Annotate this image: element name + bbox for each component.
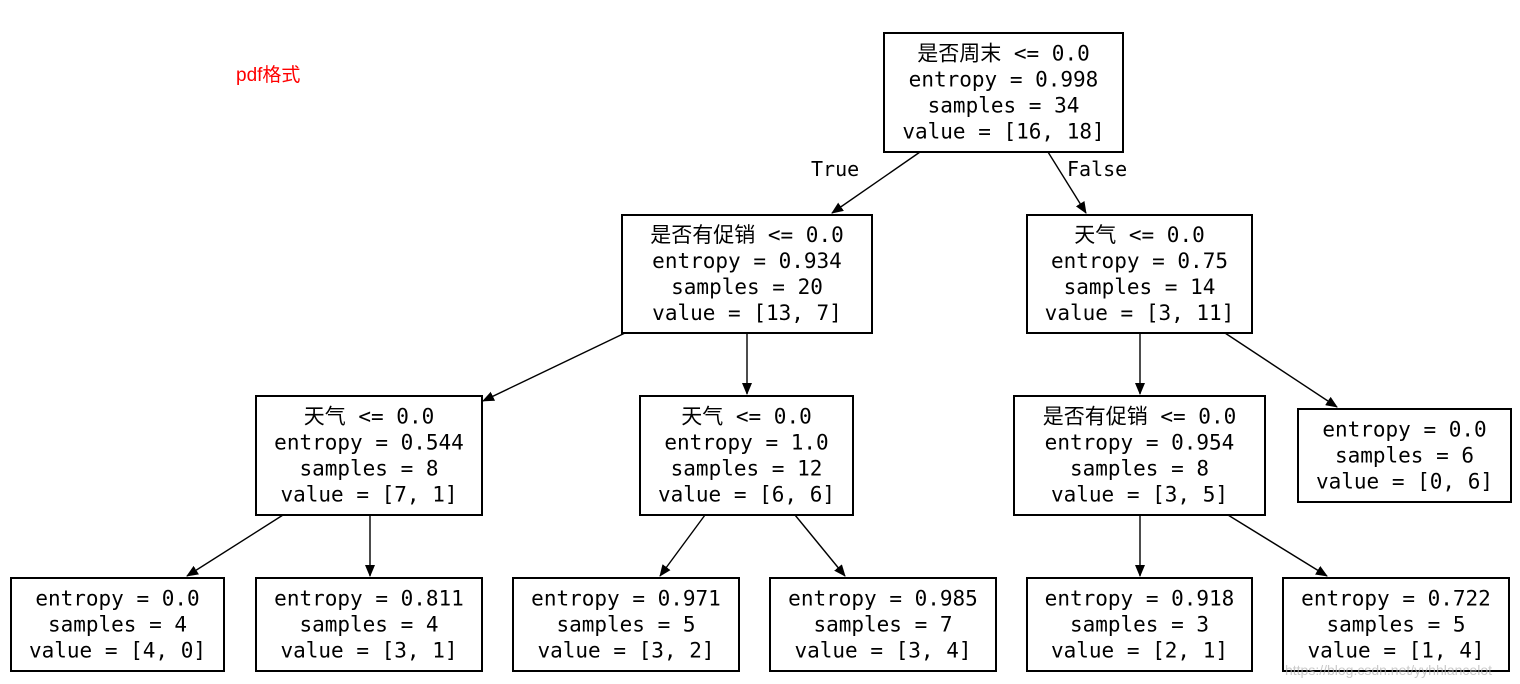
node-samples: samples = 12 (671, 457, 823, 481)
edge-n2-n6 (1224, 332, 1338, 408)
node-split-condition: 是否周末 <= 0.0 (917, 42, 1090, 66)
node-box (1282, 577, 1510, 672)
edge-n5-n12 (1227, 514, 1328, 577)
node-value: value = [2, 1] (1051, 639, 1228, 663)
node-entropy: entropy = 0.0 (35, 587, 199, 611)
node-box (1297, 408, 1512, 503)
node-entropy: entropy = 0.954 (1045, 431, 1235, 455)
node-entropy: entropy = 0.985 (788, 587, 978, 611)
node-samples: samples = 8 (1070, 457, 1209, 481)
node-samples: samples = 20 (671, 275, 823, 299)
format-caption: pdf格式 (236, 65, 301, 86)
node-entropy: entropy = 0.998 (909, 68, 1099, 92)
edge-n4-n9 (659, 514, 706, 577)
watermark-text: https://blog.csdn.net/yyhhlancelot (1284, 662, 1492, 678)
edge-label-false: False (1067, 157, 1127, 181)
node-value: value = [13, 7] (652, 301, 842, 325)
edge-n0-n1: True (811, 151, 921, 214)
node-samples: samples = 3 (1070, 613, 1209, 637)
edge-n3-n7 (186, 514, 284, 577)
node-value: value = [3, 4] (794, 639, 971, 663)
node-samples: samples = 14 (1064, 275, 1216, 299)
node-value: value = [6, 6] (658, 483, 835, 507)
node-value: value = [16, 18] (902, 120, 1104, 144)
node-box (883, 32, 1124, 153)
edge-arrow (186, 514, 284, 577)
node-entropy: entropy = 0.544 (274, 431, 464, 455)
node-box (639, 395, 854, 516)
node-samples: samples = 5 (556, 613, 695, 637)
node-box (1013, 395, 1266, 516)
node-split-condition: 天气 <= 0.0 (304, 405, 435, 429)
edge-arrow (659, 514, 706, 577)
node-value: value = [3, 11] (1045, 301, 1235, 325)
node-box (255, 395, 483, 516)
edge-arrow (794, 514, 846, 577)
node-split-condition: 天气 <= 0.0 (681, 405, 812, 429)
node-box (255, 577, 483, 672)
edge-n0-n2: False (1047, 151, 1127, 214)
node-box (621, 214, 873, 334)
node-samples: samples = 4 (299, 613, 438, 637)
node-entropy: entropy = 1.0 (664, 431, 828, 455)
node-samples: samples = 34 (928, 94, 1080, 118)
node-entropy: entropy = 0.918 (1045, 587, 1235, 611)
node-box (1026, 214, 1253, 334)
node-samples: samples = 8 (299, 457, 438, 481)
node-value: value = [4, 0] (29, 639, 206, 663)
node-entropy: entropy = 0.934 (652, 249, 842, 273)
node-entropy: entropy = 0.971 (531, 587, 721, 611)
node-box (10, 577, 225, 672)
node-value: value = [3, 1] (280, 639, 457, 663)
node-entropy: entropy = 0.811 (274, 587, 464, 611)
node-value: value = [0, 6] (1316, 470, 1493, 494)
node-box (769, 577, 997, 672)
edge-arrow (482, 332, 626, 402)
node-value: value = [3, 2] (537, 639, 714, 663)
edge-arrow (831, 151, 921, 214)
node-samples: samples = 6 (1335, 444, 1474, 468)
edge-n4-n10 (794, 514, 846, 577)
edge-arrow (1224, 332, 1338, 408)
node-samples: samples = 7 (813, 613, 952, 637)
node-entropy: entropy = 0.0 (1322, 418, 1486, 442)
node-entropy: entropy = 0.75 (1051, 249, 1228, 273)
node-box (512, 577, 740, 672)
node-samples: samples = 5 (1326, 613, 1465, 637)
edge-label-true: True (811, 157, 859, 181)
node-value: value = [1, 4] (1307, 639, 1484, 663)
node-entropy: entropy = 0.722 (1301, 587, 1491, 611)
node-box (1026, 577, 1253, 672)
node-split-condition: 天气 <= 0.0 (1074, 223, 1205, 247)
node-samples: samples = 4 (48, 613, 187, 637)
edge-arrow (1227, 514, 1328, 577)
node-split-condition: 是否有促销 <= 0.0 (650, 223, 844, 247)
node-split-condition: 是否有促销 <= 0.0 (1043, 405, 1237, 429)
edge-n1-n3 (482, 332, 626, 402)
node-value: value = [7, 1] (280, 483, 457, 507)
edges-layer: True False (186, 151, 1338, 577)
node-value: value = [3, 5] (1051, 483, 1228, 507)
edge-arrow (1047, 151, 1087, 214)
